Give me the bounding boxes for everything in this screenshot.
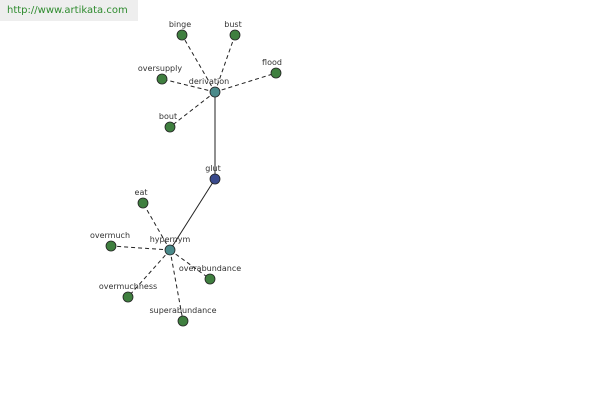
node-dot-glut[interactable] bbox=[209, 173, 221, 185]
node-flood[interactable]: flood bbox=[262, 58, 282, 79]
node-label-superabundance: superabundance bbox=[149, 306, 216, 315]
nodes-layer: glut derivation hypernym binge bust flood over… bbox=[90, 20, 282, 327]
node-overabundance[interactable]: overabundance bbox=[179, 264, 241, 285]
node-dot-bout[interactable] bbox=[164, 121, 176, 133]
node-overmuch[interactable]: overmuch bbox=[90, 231, 130, 252]
node-bout[interactable]: bout bbox=[159, 112, 177, 133]
node-label-eat: eat bbox=[135, 188, 148, 197]
node-dot-oversupply[interactable] bbox=[156, 73, 168, 85]
edge-derivation-bust bbox=[214, 34, 236, 93]
node-label-overabundance: overabundance bbox=[179, 264, 241, 273]
node-dot-hypernym[interactable] bbox=[164, 244, 176, 256]
node-dot-superabundance[interactable] bbox=[177, 315, 189, 327]
node-label-bust: bust bbox=[224, 20, 241, 29]
node-dot-flood[interactable] bbox=[270, 67, 282, 79]
node-dot-binge[interactable] bbox=[176, 29, 188, 41]
node-dot-eat[interactable] bbox=[137, 197, 149, 209]
node-oversupply[interactable]: oversupply bbox=[138, 64, 182, 85]
edges-layer bbox=[110, 34, 277, 322]
node-superabundance[interactable]: superabundance bbox=[149, 306, 217, 327]
node-dot-derivation[interactable] bbox=[209, 86, 221, 98]
edge-hypernym-eat bbox=[142, 202, 171, 251]
edge-derivation-bout bbox=[169, 91, 216, 128]
node-label-derivation: derivation bbox=[189, 77, 229, 86]
edge-derivation-oversupply bbox=[161, 78, 216, 93]
edge-glut-hypernym bbox=[169, 178, 216, 251]
node-bust[interactable]: bust bbox=[224, 20, 242, 41]
node-label-overmuch: overmuch bbox=[90, 231, 130, 240]
node-dot-bust[interactable] bbox=[229, 29, 241, 41]
node-label-binge: binge bbox=[169, 20, 191, 29]
edge-hypernym-overabundance bbox=[169, 249, 211, 280]
node-dot-overabundance[interactable] bbox=[204, 273, 216, 285]
edge-hypernym-overmuch bbox=[110, 245, 171, 251]
node-binge[interactable]: binge bbox=[169, 20, 191, 41]
node-glut[interactable]: glut bbox=[205, 164, 221, 185]
node-derivation[interactable]: derivation bbox=[189, 77, 229, 98]
node-label-overmuchness: overmuchness bbox=[99, 282, 157, 291]
edge-derivation-flood bbox=[214, 72, 277, 93]
node-label-flood: flood bbox=[262, 58, 282, 67]
node-eat[interactable]: eat bbox=[135, 188, 149, 209]
node-label-bout: bout bbox=[159, 112, 177, 121]
edge-derivation-binge bbox=[181, 34, 216, 93]
node-label-hypernym: hypernym bbox=[150, 235, 191, 244]
node-dot-overmuchness[interactable] bbox=[122, 291, 134, 303]
node-label-glut: glut bbox=[205, 164, 221, 173]
edge-hypernym-overmuchness bbox=[127, 249, 171, 298]
site-url-banner[interactable]: http://www.artikata.com bbox=[0, 0, 138, 21]
node-label-oversupply: oversupply bbox=[138, 64, 182, 73]
node-dot-overmuch[interactable] bbox=[105, 240, 117, 252]
node-hypernym[interactable]: hypernym bbox=[150, 235, 191, 256]
node-overmuchness[interactable]: overmuchness bbox=[99, 282, 157, 303]
edge-hypernym-superabundance bbox=[169, 249, 184, 322]
